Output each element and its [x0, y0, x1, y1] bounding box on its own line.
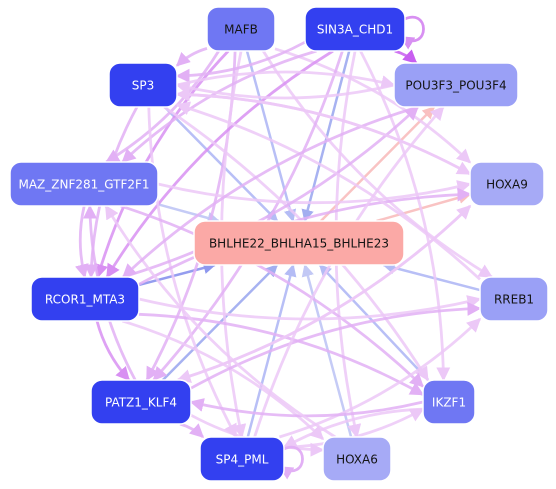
node-sin3a-chd1[interactable]: SIN3A_CHD1 — [304, 6, 406, 52]
node-rcor1-mta3[interactable]: RCOR1_MTA3 — [30, 276, 140, 322]
node-bhlhe22-bhlha15-bhlhe23[interactable]: BHLHE22_BHLHA15_BHLHE23 — [193, 220, 405, 266]
node-label: HOXA6 — [336, 453, 378, 467]
edge-sin3a-chd1-to-pou3f3-pou3f4 — [394, 49, 418, 65]
node-box — [422, 379, 476, 425]
edge-ikzf1-to-patz1-klf4 — [189, 398, 424, 418]
edge-mafb-to-bhlhe22-bhlha15-bhlhe23 — [245, 50, 297, 223]
node-label: SP3 — [132, 79, 155, 93]
edge-hoxa6-to-maz-znf281-gtf2f1 — [104, 204, 336, 439]
node-box — [90, 379, 192, 425]
node-box — [206, 6, 276, 52]
node-label: IKZF1 — [432, 396, 466, 410]
edge-mafb-to-rcor1-mta3 — [94, 50, 230, 279]
node-hoxa9[interactable]: HOXA9 — [469, 161, 545, 207]
edge-maz-znf281-gtf2f1-to-ikzf1 — [120, 204, 425, 388]
edge-hoxa9-to-patz1-klf4 — [176, 204, 472, 383]
edge-hoxa9-to-sp3 — [175, 87, 471, 176]
edge-maz-znf281-gtf2f1-to-rcor1-mta3 — [74, 205, 89, 279]
edge-maz-znf281-gtf2f1-to-bhlhe22-bhlha15-bhlhe23 — [157, 203, 221, 225]
edge-rcor1-mta3-to-patz1-klf4 — [95, 320, 131, 382]
node-box — [199, 436, 285, 482]
node-label: HOXA9 — [486, 178, 528, 192]
edge-rcor1-mta3-to-hoxa9 — [138, 187, 472, 286]
node-box — [393, 62, 519, 108]
edge-sp3-to-pou3f3-pou3f4 — [176, 70, 396, 89]
node-box — [9, 161, 159, 207]
node-box — [304, 6, 406, 52]
self-loop-sin3a-chd1 — [399, 15, 425, 50]
node-ikzf1[interactable]: IKZF1 — [422, 379, 476, 425]
node-label: RREB1 — [494, 293, 534, 307]
edge-sin3a-chd1-to-rcor1-mta3 — [105, 49, 334, 279]
node-label: MAZ_ZNF281_GTF2F1 — [18, 178, 149, 192]
edge-rcor1-mta3-to-rreb1 — [138, 295, 482, 321]
node-box — [193, 220, 405, 266]
node-box — [108, 62, 178, 108]
self-loop-sp4-pml — [278, 445, 304, 480]
edge-rcor1-mta3-to-pou3f3-pou3f4 — [122, 105, 419, 279]
edge-rreb1-to-sp3 — [175, 101, 481, 281]
edge-sp3-to-bhlhe22-bhlha15-bhlhe23 — [163, 106, 279, 222]
edge-maz-znf281-gtf2f1-to-hoxa9 — [157, 180, 472, 205]
node-label: SP4_PML — [216, 453, 269, 467]
node-sp3[interactable]: SP3 — [108, 62, 178, 108]
node-patz1-klf4[interactable]: PATZ1_KLF4 — [90, 379, 192, 425]
edge-rcor1-mta3-to-bhlhe22-bhlha15-bhlhe23 — [138, 261, 217, 287]
node-box — [322, 436, 392, 482]
node-hoxa6[interactable]: HOXA6 — [322, 436, 392, 482]
edge-sin3a-chd1-to-sp3 — [175, 40, 306, 83]
edge-pou3f3-pou3f4-to-rcor1-mta3 — [122, 105, 419, 279]
edge-patz1-klf4-to-rreb1 — [190, 301, 482, 390]
node-maz-znf281-gtf2f1[interactable]: MAZ_ZNF281_GTF2F1 — [9, 161, 159, 207]
edge-mafb-to-hoxa9 — [274, 47, 472, 164]
node-sp4-pml[interactable]: SP4_PML — [199, 436, 285, 482]
edge-sp4-pml-to-rreb1 — [278, 317, 482, 439]
node-label: PATZ1_KLF4 — [105, 396, 177, 410]
edge-sp3-to-sp4-pml — [147, 106, 238, 439]
edge-rreb1-to-bhlhe22-bhlha15-bhlhe23 — [382, 261, 481, 292]
edge-ikzf1-to-sp4-pml — [282, 407, 424, 449]
node-label: MAFB — [224, 23, 258, 37]
node-pou3f3-pou3f4[interactable]: POU3F3_POU3F4 — [393, 62, 519, 108]
node-label: BHLHE22_BHLHA15_BHLHE23 — [209, 237, 389, 251]
node-label: RCOR1_MTA3 — [45, 293, 125, 307]
node-box — [30, 276, 140, 322]
edge-patz1-klf4-to-sp4-pml — [179, 422, 205, 439]
node-mafb[interactable]: MAFB — [206, 6, 276, 52]
node-rreb1[interactable]: RREB1 — [479, 276, 549, 322]
edge-pou3f3-pou3f4-to-sp3 — [175, 81, 395, 100]
edge-mafb-to-rreb1 — [262, 50, 493, 279]
edge-sin3a-chd1-to-ikzf1 — [359, 50, 451, 382]
node-box — [479, 276, 549, 322]
node-box — [469, 161, 545, 207]
edge-mafb-to-sp3 — [175, 47, 208, 67]
node-label: POU3F3_POU3F4 — [405, 79, 506, 93]
node-label: SIN3A_CHD1 — [317, 23, 393, 37]
